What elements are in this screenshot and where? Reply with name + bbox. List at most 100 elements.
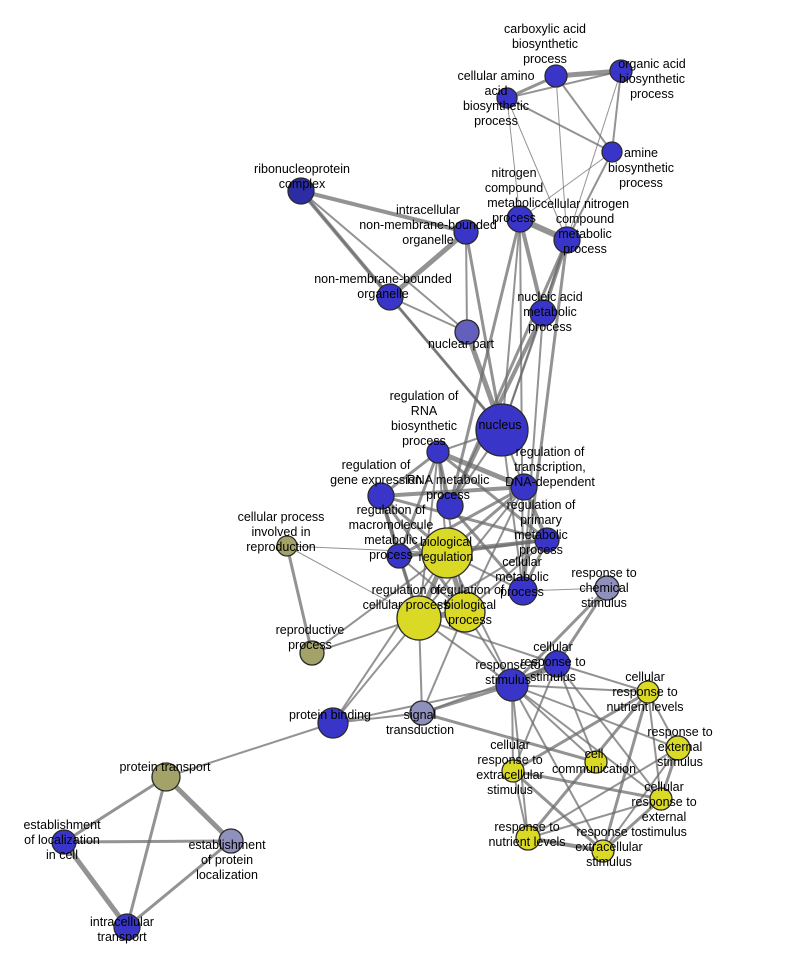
node-carboxylic-acid-biosyn[interactable] [544,64,568,88]
edge-cellular-response-extracellular--response-extracellular [511,769,605,853]
node-signal-transduction[interactable] [409,700,435,726]
node-response-nutrient-levels[interactable] [515,825,541,851]
edge-protein-binding--protein-transport [165,722,334,778]
node-nitrogen-compound-metabolic[interactable] [506,205,534,233]
edge-nucleic-acid-metabolic--cellular-metabolic [522,312,544,592]
edge-response-extracellular--cellular-response-external [601,797,663,853]
node-cellular-response-external[interactable] [649,787,673,811]
node-establishment-localization-cell[interactable] [51,829,77,855]
node-cellular-response-stimulus[interactable] [543,650,571,678]
node-nucleic-acid-metabolic[interactable] [529,299,557,327]
edge-response-stimulus--response-nutrient-levels [511,684,529,839]
node-cellular-process-reproduction[interactable] [276,535,298,557]
edge-amine-biosyn--nitrogen-compound-metabolic [519,151,613,220]
edge-ribonucleoprotein-complex--nuclear-part [300,190,468,333]
node-biological-regulation[interactable] [421,527,473,579]
node-nuclear-part[interactable] [454,319,480,345]
node-reg-biological-process[interactable] [444,591,486,633]
edge-response-external--response-nutrient-levels [527,747,679,839]
edge-intracellular-nmb-organelle--nmb-organelle [387,229,469,300]
edge-reproductive-process--biological-regulation [311,552,448,654]
edge-cellular-nitrogen-compound-metabolic--cellular-metabolic [521,238,569,593]
node-cellular-response-nutrient[interactable] [636,680,660,704]
edge-cellular-response-nutrient--cellular-response-extracellular [511,690,650,773]
node-reg-macromolecule-metabolic[interactable] [386,543,412,569]
node-intracellular-nmb-organelle[interactable] [453,219,479,245]
node-rna-metabolic[interactable] [436,492,464,520]
edge-cellular-response-stimulus--cellular-response-external [556,663,662,800]
node-reproductive-process[interactable] [299,640,325,666]
edge-cellular-response-stimulus--cellular-response-nutrient [556,663,649,693]
node-reg-transcription[interactable] [510,473,538,501]
edge-reg-gene-expression--reg-primary-metabolic [379,494,549,542]
node-label-protein-binding: protein binding [289,708,371,722]
node-amine-biosyn[interactable] [601,141,623,163]
node-establishment-protein-localization[interactable] [218,828,244,854]
edge-cellular-process-reproduction--biological-regulation [286,545,448,554]
node-reg-rna-biosyn[interactable] [426,440,450,464]
edge-establishment-localization-cell--intracellular-transport [61,839,130,930]
edge-reg-rna-biosyn--reg-macromolecule-metabolic [397,450,440,558]
edge-establishment-protein-localization--intracellular-transport [125,839,233,929]
edge-response-stimulus--response-chemical [510,586,609,687]
edge-cellular-process-reproduction--reproductive-process [285,544,314,655]
edge-cell-communication--signal-transduction [420,711,598,764]
edge-carboxylic-acid-biosyn--amine-biosyn [555,75,613,153]
edge-carboxylic-acid-biosyn--cellular-nitrogen-compound-metabolic [555,75,568,241]
node-response-chemical[interactable] [594,575,620,601]
node-reg-gene-expression[interactable] [367,482,395,510]
node-reg-primary-metabolic[interactable] [534,527,560,553]
node-nucleus[interactable] [475,403,529,457]
node-cellular-response-extracellular[interactable] [501,759,525,783]
node-organic-acid-biosyn[interactable] [609,59,633,83]
node-response-stimulus[interactable] [495,668,529,702]
edge-response-stimulus--cellular-response-nutrient [511,684,649,693]
node-response-external[interactable] [665,735,691,761]
node-reg-cellular-process[interactable] [396,595,442,641]
node-ribonucleoprotein-complex[interactable] [287,177,315,205]
edge-organic-acid-biosyn--amine-biosyn [611,70,622,153]
edge-protein-transport--establishment-localization-cell [62,775,168,844]
node-cellular-amino-acid-biosyn[interactable] [496,87,518,109]
edge-nmb-organelle--nucleus [388,295,504,432]
node-protein-binding[interactable] [317,707,349,739]
node-cell-communication[interactable] [584,750,608,774]
edge-response-stimulus--response-external [511,684,679,749]
node-cellular-nitrogen-compound-metabolic[interactable] [553,226,581,254]
node-nmb-organelle[interactable] [376,283,404,311]
edge-intracellular-nmb-organelle--nucleus [464,230,504,432]
node-intracellular-transport[interactable] [113,913,141,941]
node-cellular-metabolic[interactable] [508,576,538,606]
edge-cellular-response-nutrient--response-extracellular [601,690,650,853]
edge-cellular-response-stimulus--signal-transduction [421,663,558,714]
node-protein-transport[interactable] [151,762,181,792]
edge-organic-acid-biosyn--cellular-nitrogen-compound-metabolic [566,70,622,241]
node-response-extracellular[interactable] [591,839,615,863]
